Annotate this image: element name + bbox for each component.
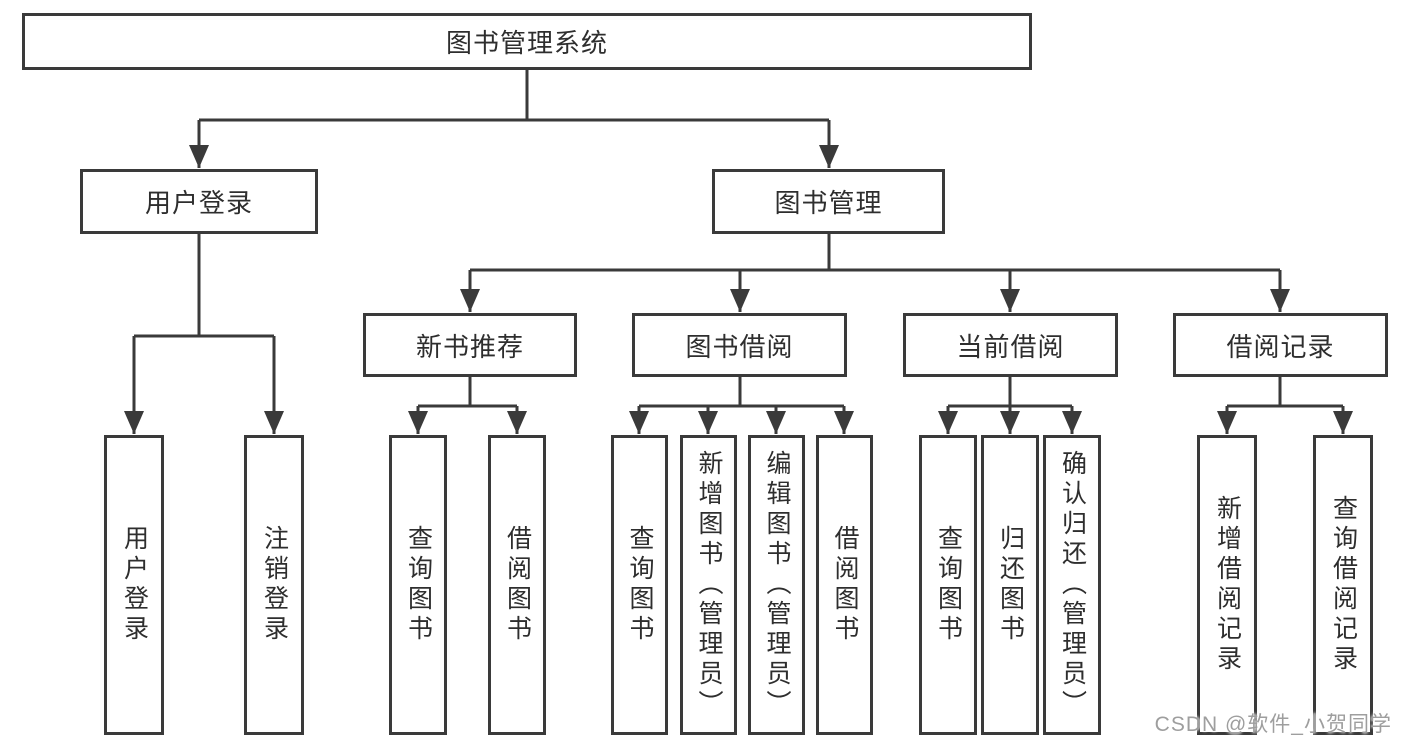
leaf-borrow-query-books: 查询图书 bbox=[611, 435, 668, 735]
node-current-borrow: 当前借阅 bbox=[903, 313, 1118, 377]
connector-current-borrow-children bbox=[948, 377, 1072, 408]
node-new-book-recommend: 新书推荐 bbox=[363, 313, 577, 377]
node-book-borrow: 图书借阅 bbox=[632, 313, 847, 377]
leaf-current-query-books: 查询图书 bbox=[919, 435, 977, 735]
connector-book-borrow-children bbox=[639, 377, 844, 408]
node-borrow-records: 借阅记录 bbox=[1173, 313, 1388, 377]
node-library-management-system: 图书管理系统 bbox=[22, 13, 1032, 70]
connector-borrow-records-children bbox=[1227, 377, 1343, 408]
connectors bbox=[124, 70, 1353, 434]
leaf-user-login: 用户登录 bbox=[104, 435, 164, 735]
leaf-add-borrow-record: 新增借阅记录 bbox=[1197, 435, 1257, 735]
leaf-borrow-books: 借阅图书 bbox=[816, 435, 873, 735]
leaf-newbook-borrow-books: 借阅图书 bbox=[488, 435, 546, 735]
leaf-edit-books-admin: 编辑图书（管理员） bbox=[748, 435, 805, 735]
node-user-login: 用户登录 bbox=[80, 169, 318, 234]
connector-new-book-children bbox=[418, 377, 517, 408]
leaf-query-borrow-record: 查询借阅记录 bbox=[1313, 435, 1373, 735]
leaf-add-books-admin: 新增图书（管理员） bbox=[680, 435, 737, 735]
leaf-logout-login: 注销登录 bbox=[244, 435, 304, 735]
csdn-watermark: CSDN @软件_小贺同学 bbox=[1154, 713, 1392, 736]
connector-user-login-children bbox=[134, 234, 274, 338]
node-book-management: 图书管理 bbox=[712, 169, 945, 234]
leaf-newbook-query-books: 查询图书 bbox=[389, 435, 447, 735]
connector-root-level2 bbox=[199, 70, 829, 122]
leaf-confirm-return-admin: 确认归还（管理员） bbox=[1043, 435, 1101, 735]
leaf-return-books: 归还图书 bbox=[981, 435, 1039, 735]
connector-book-management-level3 bbox=[470, 234, 1280, 272]
